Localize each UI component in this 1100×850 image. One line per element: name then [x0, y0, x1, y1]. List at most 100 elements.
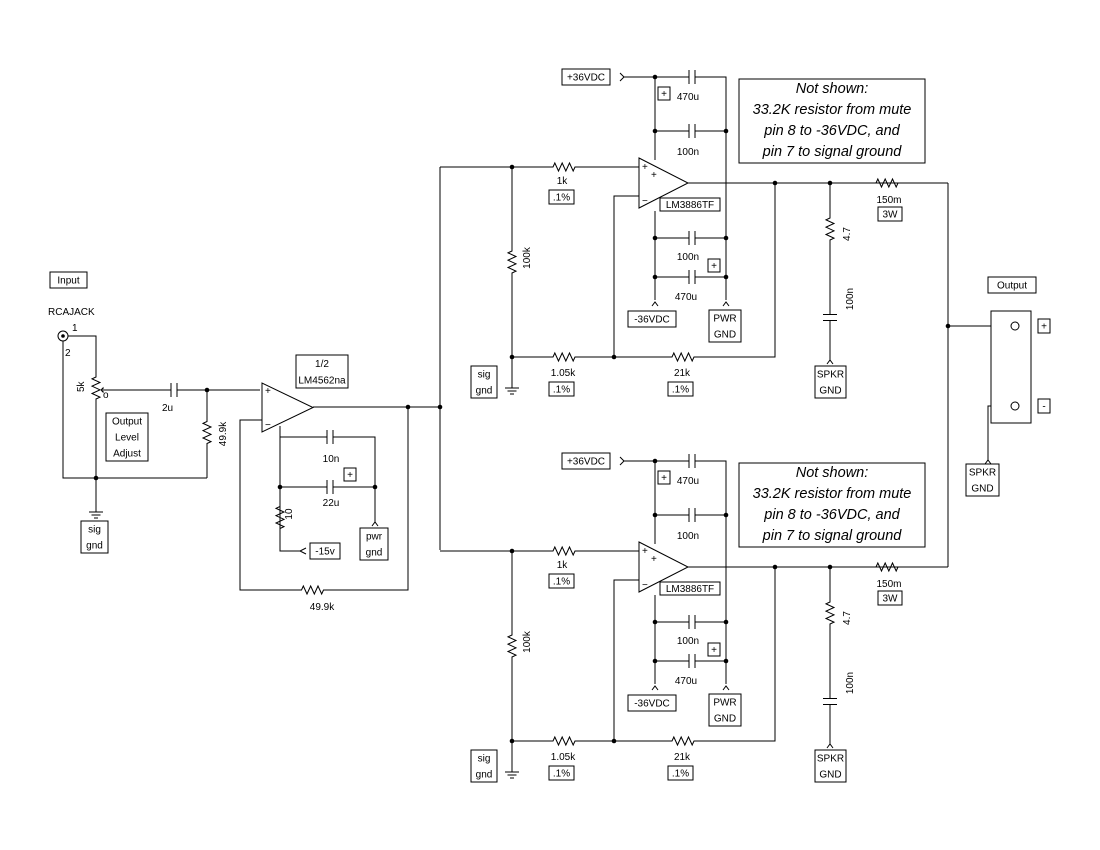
pwr-gnd-box: [708, 693, 742, 727]
pot-wiper: [100, 386, 104, 394]
res-value: 150m: [876, 579, 901, 590]
amp-part-box: [659, 197, 721, 212]
res-4r7: [824, 183, 836, 275]
polarity-box: [707, 642, 721, 657]
tolerance: .1%: [553, 385, 570, 396]
wire: [698, 76, 727, 300]
amp-part: LM3886TF: [666, 200, 714, 211]
rating: 3W: [883, 594, 899, 605]
polarity-box: [707, 258, 721, 273]
supply-pos: +36VDC: [567, 73, 605, 84]
wire: [62, 341, 207, 479]
res-value: 1k: [557, 176, 569, 187]
polarity: +: [711, 261, 717, 272]
labels: InputRCAJACK125ko2u49.9kOutputLevelAdjus…: [48, 68, 1051, 783]
res-value: 1.05k: [551, 368, 576, 379]
wire: [613, 579, 639, 741]
res-150m: [868, 561, 906, 573]
tolerance: .1%: [553, 769, 570, 780]
res-150m: [868, 177, 906, 189]
tolerance-box: [548, 381, 575, 397]
polarity-box: [343, 467, 357, 482]
preamp-part: LM4562na: [298, 375, 346, 386]
note-text: pin 8 to -36VDC, and: [763, 507, 900, 523]
note-text: Not shown:: [796, 81, 869, 97]
spkr-gnd: GND: [819, 386, 841, 397]
cap-value: 22u: [323, 498, 340, 509]
res-10: [274, 495, 286, 540]
terminal-minus: [1010, 401, 1020, 411]
supply-neg-box: [627, 694, 677, 712]
output-title-box: [987, 276, 1037, 294]
tolerance: .1%: [672, 769, 689, 780]
rca-jack-pin: [61, 334, 65, 338]
pot-value: 5k: [76, 380, 87, 392]
wire: [613, 195, 639, 357]
sig-gnd-box: [470, 749, 498, 783]
cap-value: 470u: [677, 476, 699, 487]
polarity-box: [1037, 318, 1051, 334]
spkr-gnd: SPKR: [817, 754, 844, 765]
terminal-arrow: [722, 301, 730, 307]
terminal-arrow: [298, 547, 307, 555]
cap-value: 100n: [677, 147, 699, 158]
pot-5k: [90, 368, 102, 408]
sig-gnd: gnd: [476, 770, 493, 781]
pwr-gnd: pwr: [366, 532, 383, 543]
output-connector: [990, 310, 1032, 424]
rating-box: [877, 590, 903, 606]
sig-gnd-box: [80, 520, 109, 554]
res-1k05: [548, 735, 580, 747]
note-text: Not shown:: [796, 465, 869, 481]
note-text: 33.2K resistor from mute: [753, 102, 912, 118]
plus-sign: +: [651, 170, 657, 181]
pwr-gnd: GND: [714, 330, 736, 341]
res-feedback: [285, 584, 340, 596]
rating: 3W: [883, 210, 899, 221]
pwr-gnd: GND: [714, 714, 736, 725]
terminal-arrow: [722, 685, 730, 691]
cap-value: 100n: [677, 636, 699, 647]
junction-dot: [723, 512, 729, 518]
res-21k: [666, 351, 700, 363]
polarity: +: [347, 470, 353, 481]
sig-gnd: sig: [478, 370, 491, 381]
res-value: 21k: [674, 368, 691, 379]
res-100k: [506, 551, 518, 741]
pot-wiper-label: o: [103, 390, 109, 401]
tolerance: .1%: [672, 385, 689, 396]
terminal-plus: [1010, 321, 1020, 331]
preamp-opamp: [261, 382, 315, 433]
tolerance: .1%: [553, 577, 570, 588]
cap-value: 470u: [675, 292, 697, 303]
note-box: [738, 78, 926, 164]
amp-part: LM3886TF: [666, 584, 714, 595]
power-opamp: [638, 157, 690, 209]
note-text: 33.2K resistor from mute: [753, 486, 912, 502]
cap-value: 2u: [162, 403, 173, 414]
polarity-box: [1037, 398, 1051, 414]
pin-label: 2: [65, 348, 71, 359]
plus-sign: +: [642, 546, 648, 557]
res-value: 4.7: [842, 611, 853, 625]
tolerance-box: [548, 765, 575, 781]
preamp-part-box: [295, 354, 349, 389]
amp-part-box: [659, 581, 721, 596]
pot-label: Adjust: [113, 449, 141, 460]
polarity: +: [661, 473, 667, 484]
pin-label: 1: [72, 323, 78, 334]
res-4r7: [824, 567, 836, 659]
sig-gnd: gnd: [86, 541, 103, 552]
pwr-gnd: PWR: [713, 314, 736, 325]
wire: [700, 567, 776, 742]
junction-dot: [723, 274, 729, 280]
res-value: 21k: [674, 752, 691, 763]
plus-sign: +: [651, 554, 657, 565]
spkr-gnd: GND: [971, 484, 993, 495]
input-title-box: [49, 271, 88, 289]
components: [57, 70, 1032, 779]
res-value: 150m: [876, 195, 901, 206]
rca-jack: [57, 330, 69, 342]
cap-value: 100n: [677, 252, 699, 263]
